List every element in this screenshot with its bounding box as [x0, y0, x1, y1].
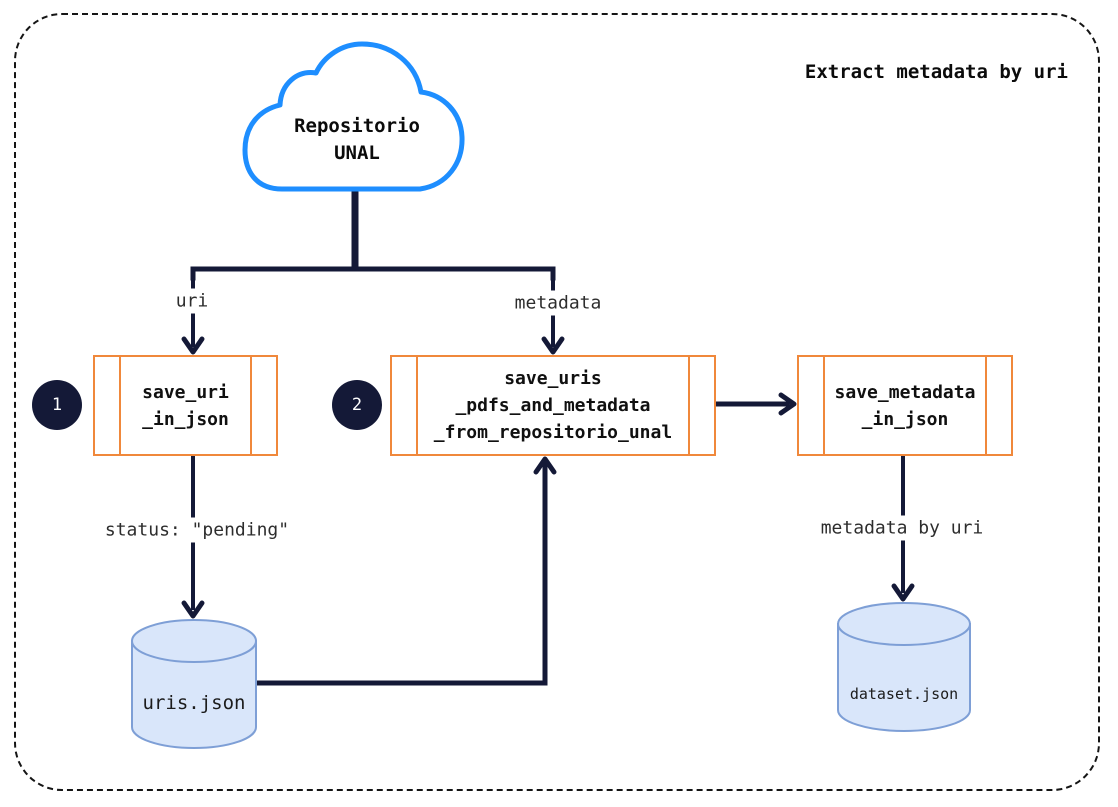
arrowhead-down-uri — [181, 336, 205, 355]
arrowhead-down-urisjson — [181, 600, 205, 619]
datastore-label-uris-json: uris.json — [142, 692, 246, 714]
edge-urisjson-box2 — [253, 458, 548, 686]
edge-label-metadata: metadata — [507, 290, 609, 316]
flow-lines — [181, 182, 915, 686]
process-save-uris-pdfs-and-metadata: save_uris _pdfs_and_metadata _from_repos… — [390, 355, 716, 456]
edge-label-uri: uri — [168, 288, 216, 314]
step-number-1: 1 — [32, 380, 82, 430]
arrowhead-down-metadata — [541, 336, 565, 355]
datastore-label-dataset-json: dataset.json — [849, 685, 959, 703]
edge-branch — [190, 266, 556, 281]
cloud-label: Repositorio UNAL — [294, 115, 420, 164]
diagram-title: Extract metadata by uri — [804, 61, 1068, 83]
database-uris-icon — [131, 619, 257, 749]
dashed-border — [14, 13, 1100, 791]
arrowhead-up-box2 — [533, 456, 557, 475]
step-number-2: 2 — [332, 380, 382, 430]
process-save-metadata-in-json: save_metadata _in_json — [797, 355, 1013, 456]
database-dataset-icon — [837, 602, 971, 732]
cloud-icon — [242, 41, 465, 192]
arrowhead-right-box3 — [778, 392, 797, 416]
arrowhead-down-datasetjson — [891, 583, 915, 602]
process-save-uri-in-json: save_uri _in_json — [93, 355, 278, 456]
edge-label-metadata-by-uri: metadata by uri — [813, 515, 991, 541]
edge-label-status-pending: status: "pending" — [97, 517, 297, 543]
